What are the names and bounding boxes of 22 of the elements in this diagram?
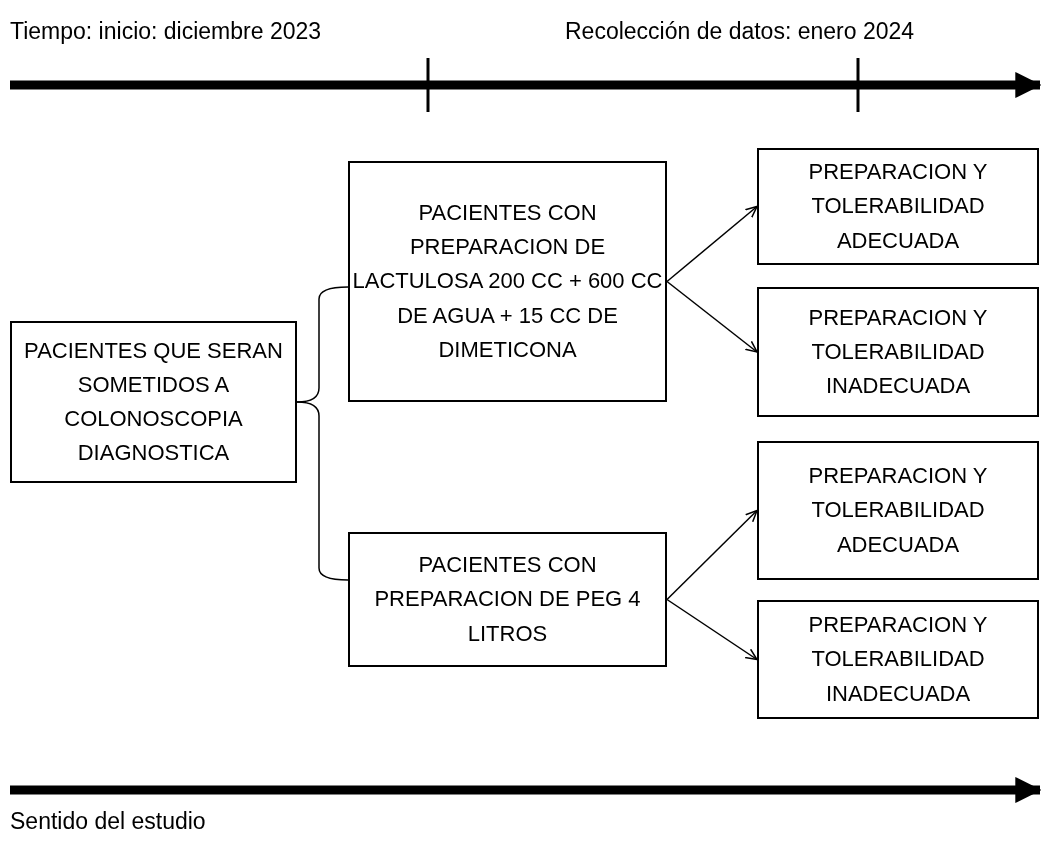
box-text: PACIENTES CON PREPARACION DE PEG 4 LITROS: [373, 551, 642, 648]
box-text: PREPARACION Y TOLERABILIDAD INADECUADA: [807, 303, 989, 401]
process-box: [757, 441, 1039, 580]
process-box: [757, 600, 1039, 719]
annotation-text: Sentido del estudio: [10, 808, 206, 835]
box-text: PREPARACION Y TOLERABILIDAD INADECUADA: [807, 611, 989, 708]
box-text: PREPARACION Y TOLERABILIDAD ADECUADA: [807, 462, 989, 559]
box-text: PACIENTES CON PREPARACION DE LACTULOSA 200 CC + 600 CC DE AGUA + 15 CC DE DIMETICONA: [351, 199, 664, 364]
box-text: PREPARACION Y TOLERABILIDAD ADECUADA: [807, 158, 989, 255]
process-box: [10, 321, 297, 483]
box-text: PACIENTES QUE SERAN SOMETIDOS A COLONOSCOPIA DIAGNOSTICA: [23, 336, 284, 468]
annotation-text: Tiempo: inicio: diciembre 2023: [10, 18, 322, 45]
arrow: [666, 205, 758, 283]
curly-bracket: [296, 401, 349, 581]
process-box: [757, 287, 1039, 417]
process-box: [757, 148, 1039, 265]
process-box: [348, 532, 667, 667]
arrow: [666, 280, 758, 353]
process-box: [348, 161, 667, 402]
arrow: [666, 598, 758, 661]
arrow: [666, 509, 758, 601]
annotation-text: Recolección de datos: enero 2024: [565, 18, 915, 45]
